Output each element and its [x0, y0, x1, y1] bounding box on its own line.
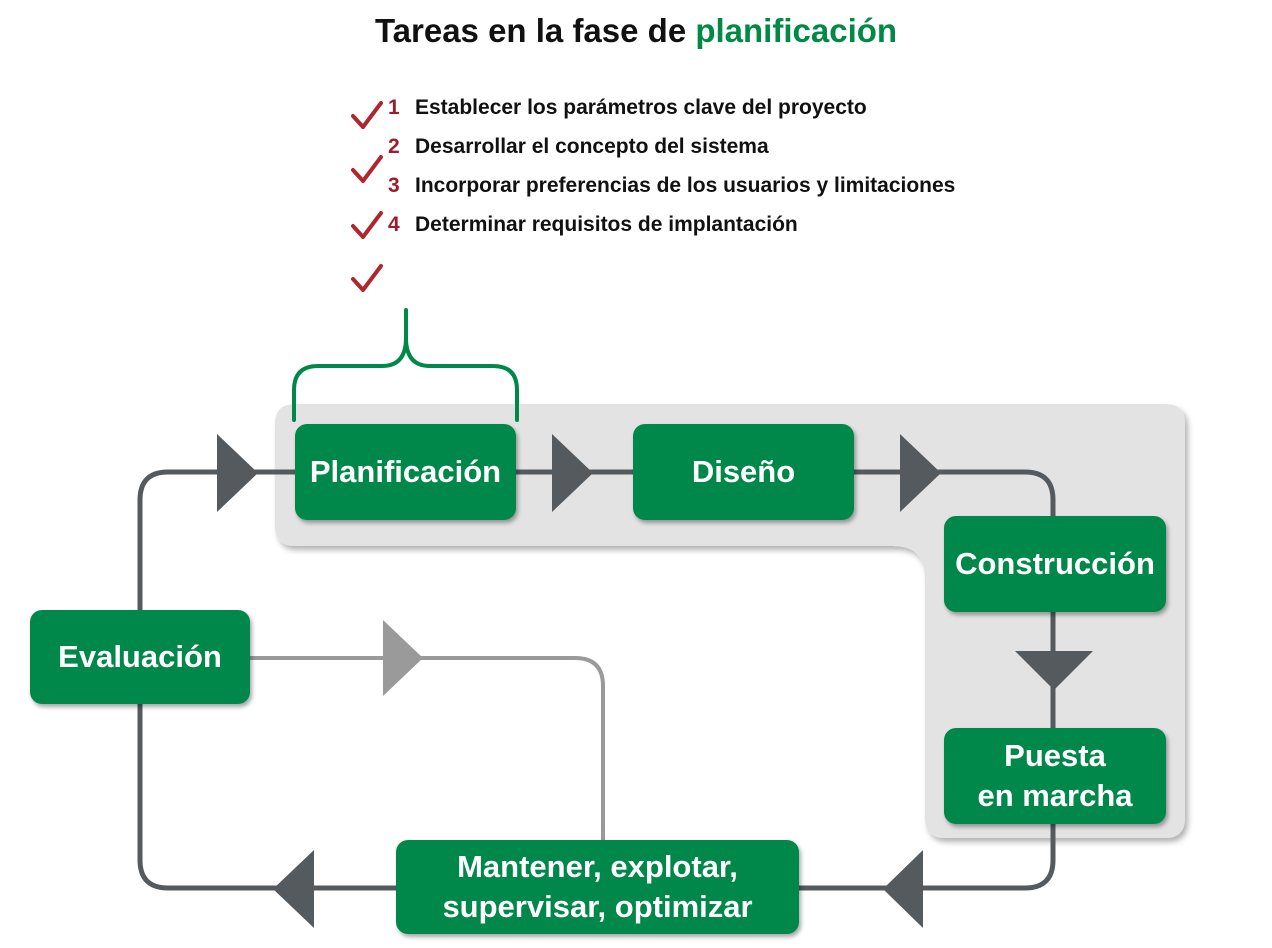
task-text: Desarrollar el concepto del sistema	[415, 135, 769, 158]
page-title: Tareas en la fase de planificación	[0, 12, 1272, 50]
flow-line-feedback	[250, 656, 605, 840]
arrow-to-mantener-icon	[883, 850, 923, 928]
phase-label-line1: Mantener, explotar,	[457, 848, 738, 884]
arrow-to-puesta-icon	[1015, 651, 1093, 690]
phase-mantener: Mantener, explotar, supervisar, optimiza…	[396, 840, 799, 934]
arrow-to-evaluacion-icon	[273, 850, 314, 928]
arrow-to-planificacion-icon	[217, 434, 258, 512]
arrow-to-construccion-icon	[900, 434, 941, 512]
phase-label: Diseño	[691, 453, 796, 489]
phase-puesta-en-marcha: Puesta en marcha	[944, 728, 1166, 824]
phase-label: Planificación	[309, 453, 502, 489]
task-item: 3 Incorporar preferencias de los usuarios…	[388, 174, 955, 198]
task-item: 4 Determinar requisitos de implantación	[388, 213, 798, 237]
curly-brace-icon	[292, 308, 519, 422]
check-mark-icon	[351, 264, 383, 292]
task-item: 1 Establecer los parámetros clave del pro…	[388, 96, 867, 120]
phase-label: Evaluación	[58, 638, 222, 674]
task-text: Establecer los parámetros clave del proy…	[415, 96, 867, 119]
task-text: Determinar requisitos de implantación	[415, 213, 798, 236]
task-item: 2 Desarrollar el concepto del sistema	[388, 135, 769, 159]
task-number: 1	[388, 96, 400, 119]
phase-diseno: Diseño	[633, 424, 854, 520]
phase-label: Construcción	[955, 545, 1155, 581]
phase-label-line1: Puesta	[1004, 737, 1106, 773]
phase-label-line2: en marcha	[977, 778, 1133, 813]
arrow-to-diseno-icon	[552, 434, 593, 512]
check-mark-icon	[351, 211, 383, 239]
title-text: Tareas en la fase de	[374, 12, 696, 49]
task-number: 3	[388, 174, 400, 197]
check-mark-icon	[351, 101, 383, 129]
title-highlight: planificación	[695, 12, 898, 49]
task-number: 4	[388, 213, 400, 236]
task-text: Incorporar preferencias de los usuarios …	[415, 174, 956, 197]
phase-evaluacion: Evaluación	[30, 610, 250, 704]
check-mark-icon	[351, 155, 383, 183]
arrow-feedback-icon	[383, 620, 423, 696]
task-number: 2	[388, 135, 400, 158]
phase-construccion: Construcción	[944, 516, 1166, 612]
phase-planificacion: Planificación	[295, 424, 516, 520]
phase-label-line2: supervisar, optimizar	[442, 889, 753, 924]
